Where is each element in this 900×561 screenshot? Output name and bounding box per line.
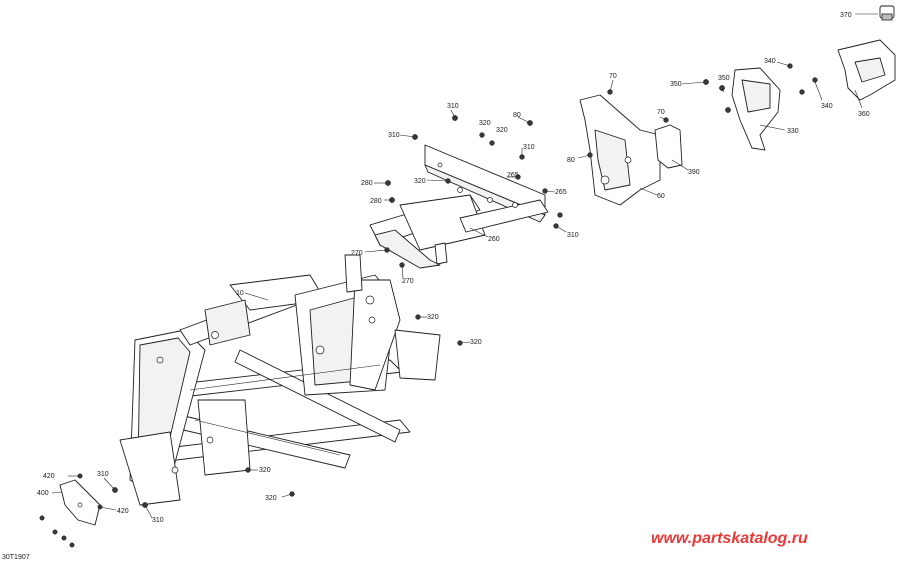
callout-270: 270 — [402, 278, 414, 285]
callout-340: 340 — [821, 103, 833, 110]
callout-420: 420 — [117, 508, 129, 515]
callout-420: 420 — [43, 473, 55, 480]
callout-320: 320 — [479, 120, 491, 127]
callout-320: 320 — [259, 467, 271, 474]
callout-280: 280 — [370, 198, 382, 205]
callout-70: 70 — [609, 73, 617, 80]
callout-370: 370 — [840, 12, 852, 19]
callout-260: 260 — [488, 236, 500, 243]
callout-310: 310 — [523, 144, 535, 151]
bracket-400 — [59, 479, 101, 526]
leader-lines — [51, 13, 878, 519]
callout-310: 310 — [152, 517, 164, 524]
part-370 — [879, 5, 895, 21]
callout-280: 280 — [361, 180, 373, 187]
callout-310: 310 — [567, 232, 579, 239]
rear-bracket-60 — [579, 94, 661, 206]
main-frame — [119, 254, 441, 506]
mid-subframe — [369, 144, 549, 269]
drawing-code: 30T1907 — [2, 554, 30, 561]
callout-360: 360 — [858, 111, 870, 118]
bracket-360 — [837, 39, 896, 101]
callout-330: 330 — [787, 128, 799, 135]
callout-80: 80 — [567, 157, 575, 164]
callout-270: 270 — [351, 250, 363, 257]
callout-400: 400 — [37, 490, 49, 497]
callout-350: 350 — [718, 75, 730, 82]
callout-265: 265 — [507, 172, 519, 179]
callout-310: 310 — [447, 103, 459, 110]
callout-60: 60 — [657, 193, 665, 200]
callout-labels: 370 340 350 350 340 330 360 70 70 80 80 … — [37, 12, 870, 524]
plate-330 — [731, 67, 781, 151]
callout-320: 320 — [496, 127, 508, 134]
callout-320: 320 — [470, 339, 482, 346]
watermark: www.partskatalog.ru — [651, 530, 808, 547]
callout-80: 80 — [513, 112, 521, 119]
callout-350: 350 — [670, 81, 682, 88]
callout-265: 265 — [555, 189, 567, 196]
callout-340: 340 — [764, 58, 776, 65]
callout-10: 10 — [236, 290, 244, 297]
callout-320: 320 — [427, 314, 439, 321]
callout-70: 70 — [657, 109, 665, 116]
callout-390: 390 — [688, 169, 700, 176]
callout-310: 310 — [97, 471, 109, 478]
callout-310: 310 — [388, 132, 400, 139]
plate-390 — [654, 124, 683, 169]
callout-320: 320 — [414, 178, 426, 185]
callout-320: 320 — [265, 495, 277, 502]
